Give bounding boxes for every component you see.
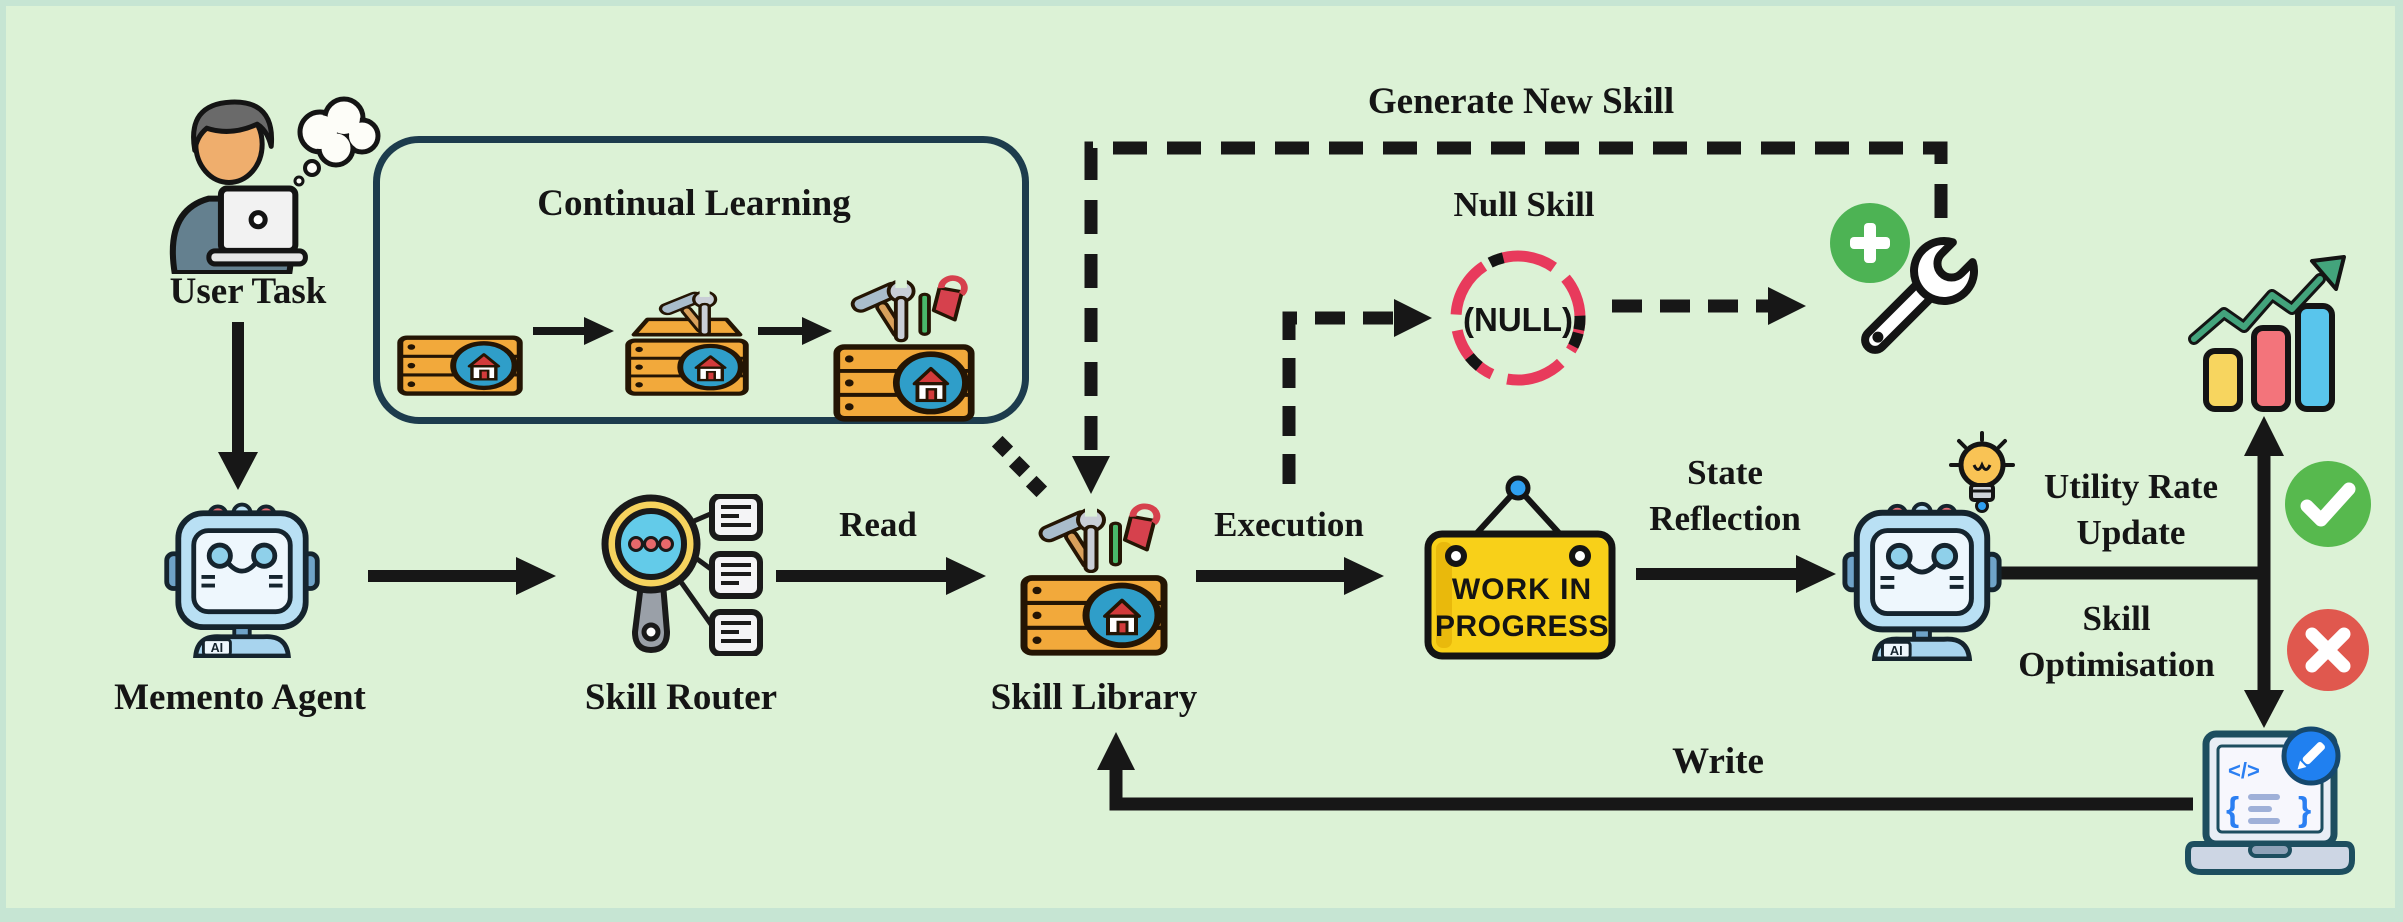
null-skill-icon: (NULL) — [1450, 250, 1586, 386]
skill-library-label: Skill Library — [990, 677, 1198, 718]
toolbox-partial-icon — [624, 288, 750, 396]
skill-opt-line2: Optimisation — [2018, 644, 2215, 684]
work-in-progress-sign: WORK IN PROGRESS — [1424, 475, 1616, 660]
continual-learning-label: Continual Learning — [537, 183, 851, 224]
generate-new-skill-label: Generate New Skill — [1367, 81, 1675, 122]
null-text: (NULL) — [1463, 301, 1573, 338]
state-reflection-arrow — [1636, 555, 1836, 593]
thought-bubble-icon — [293, 96, 381, 187]
wip-text-line2: PROGRESS — [1435, 610, 1609, 643]
memento-robot-icon — [164, 492, 320, 658]
continual-arrow-2 — [758, 317, 832, 345]
read-arrow — [776, 557, 986, 595]
cross-icon — [2287, 609, 2369, 691]
memento-agent-label: Memento Agent — [114, 677, 366, 718]
memento-to-router-arrow — [368, 557, 556, 595]
null-skill-in-dashed-arrow — [1282, 299, 1432, 484]
skill-router-label: Skill Router — [584, 677, 778, 718]
state-line2: Reflection — [1649, 498, 1801, 538]
skill-optimisation-label: Skill Optimisation — [1984, 596, 2249, 687]
execution-arrow — [1196, 557, 1384, 595]
router-list-cards — [709, 494, 763, 656]
null-skill-label: Null Skill — [1453, 185, 1595, 224]
brace-open-glyph: { — [2226, 791, 2239, 829]
user-task-arrow — [218, 322, 258, 490]
execution-label: Execution — [1214, 505, 1364, 544]
code-laptop-icon: </> { } — [2185, 726, 2355, 875]
continual-arrow-1 — [533, 317, 614, 345]
continual-learning-box — [373, 136, 1029, 424]
write-arrow — [1097, 732, 2193, 811]
lightbulb-icon — [1949, 431, 2015, 513]
brace-close-glyph: } — [2298, 791, 2311, 829]
add-skill-wrench-icon — [1830, 203, 1978, 354]
state-reflection-label: State Reflection — [1615, 450, 1835, 541]
utility-line2: Update — [2076, 512, 2186, 552]
utility-line1: Utility Rate — [2044, 467, 2218, 506]
wrench-icon — [1861, 237, 1978, 354]
plus-icon — [1830, 203, 1910, 283]
optimisation-down-arrow — [2244, 567, 2284, 728]
skill-opt-line1: Skill — [2082, 599, 2151, 638]
toolbox-empty-icon — [396, 334, 524, 396]
skill-library-toolbox-icon — [1019, 500, 1169, 656]
toolbox-full-icon — [832, 272, 976, 422]
generate-skill-dashed-path — [1072, 141, 1948, 494]
check-icon — [2285, 461, 2371, 547]
utility-rate-update-label: Utility Rate Update — [2006, 464, 2256, 555]
continual-to-library-dots — [991, 435, 1048, 498]
read-label: Read — [839, 505, 917, 544]
pencil-badge-icon — [2281, 726, 2341, 786]
state-line1: State — [1687, 453, 1763, 492]
write-label: Write — [1672, 741, 1764, 782]
wip-text-line1: WORK IN — [1452, 573, 1592, 606]
code-glyph: </> — [2228, 758, 2260, 783]
skill-router-icon — [601, 494, 763, 656]
connector-layer — [218, 141, 2284, 811]
user-person-icon — [169, 99, 308, 274]
user-task-label: User Task — [169, 271, 327, 312]
utility-up-arrow — [2244, 416, 2284, 579]
null-skill-out-dashed-arrow — [1612, 287, 1806, 325]
growth-chart-icon — [2188, 255, 2346, 412]
